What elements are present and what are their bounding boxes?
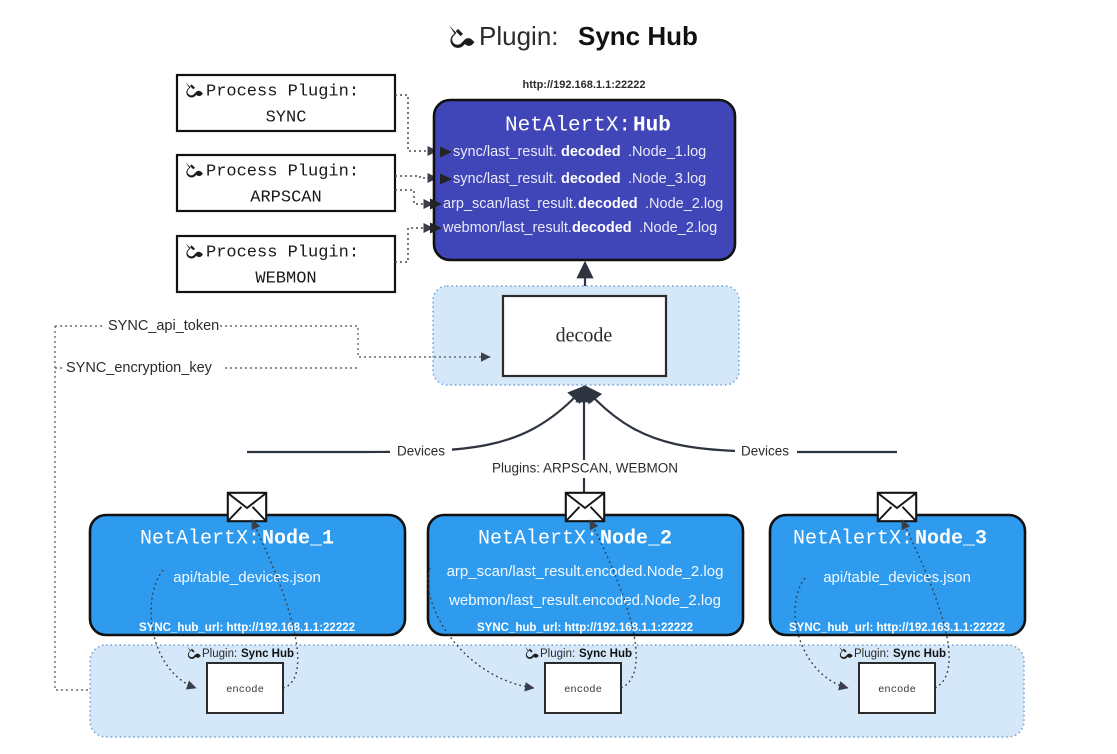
page-title-prefix: Plugin:: [479, 21, 559, 51]
encode-box-border: [858, 662, 936, 714]
encoder-label-prefix: Plugin:: [540, 648, 575, 660]
hub-log-emphasis: decoded: [561, 144, 621, 160]
process-plugin-title: Process Plugin:: [206, 82, 359, 101]
hub-log-emphasis: decoded: [561, 171, 621, 187]
encode-box-border: [544, 662, 622, 714]
node-hub-url-label: SYNC_hub_url: http://192.168.1.1:22222: [139, 622, 355, 634]
node-line: webmon/last_result.encoded.Node_2.log: [448, 592, 721, 609]
node-title-name: Node_2: [600, 527, 672, 550]
node-title-prefix: NetAlertX:: [478, 527, 598, 550]
process-plugin-name: SYNC: [266, 108, 307, 127]
hub-log-prefix: webmon/last_result.: [442, 220, 572, 236]
encode-box-label: encode: [878, 684, 916, 696]
decode-box[interactable]: decode: [501, 294, 668, 378]
edge-label-devices-right: Devices: [741, 444, 789, 459]
label-mask: [390, 443, 452, 461]
node-card-node-1[interactable]: NetAlertX: Node_1 api/table_devices.json…: [88, 513, 407, 637]
edge-label-plugins-center: Plugins: ARPSCAN, WEBMON: [492, 461, 678, 476]
page-title: Plugin: Sync Hub: [449, 21, 698, 51]
node-title-name: Node_3: [915, 527, 987, 550]
hub-node-border: [432, 98, 737, 262]
encoder-label-name: Sync Hub: [241, 648, 294, 660]
hub-log-suffix: .Node_3.log: [628, 171, 706, 187]
hub-title-name: Hub: [633, 115, 671, 138]
label-mask: [500, 460, 670, 478]
hub-log-row: sync/last_result. decoded .Node_3.log: [440, 171, 706, 187]
process-plugin-card-sync[interactable]: Process Plugin: SYNC: [175, 73, 397, 133]
process-plugin-name: ARPSCAN: [250, 188, 321, 207]
node-hub-url-label: SYNC_hub_url: http://192.168.1.1:22222: [789, 622, 1005, 634]
encode-box-label: encode: [226, 684, 264, 696]
node-card-node-3[interactable]: NetAlertX: Node_3 api/table_devices.json…: [768, 513, 1027, 637]
encoder-group-node-3[interactable]: encode Plugin: Sync Hub: [839, 646, 946, 714]
encoder-label-name: Sync Hub: [893, 648, 946, 660]
encoder-group-node-2[interactable]: encode Plugin: Sync Hub: [525, 646, 632, 714]
label-mask: [735, 443, 797, 461]
secret-label-api-token-text: SYNC_api_token: [108, 318, 219, 334]
encode-box-border: [206, 662, 284, 714]
hub-log-suffix: .Node_2.log: [645, 196, 723, 212]
hub-log-prefix: sync/last_result.: [453, 144, 557, 160]
hub-log-row: arp_scan/last_result. decoded .Node_2.lo…: [430, 196, 723, 212]
hub-log-suffix: .Node_1.log: [628, 144, 706, 160]
encoder-group-node-1[interactable]: encode Plugin: Sync Hub: [187, 646, 294, 714]
node-title-name: Node_1: [262, 527, 334, 550]
process-plugin-title: Process Plugin:: [206, 243, 359, 262]
label-mask: [63, 359, 223, 377]
hub-log-prefix: sync/last_result.: [453, 171, 557, 187]
node-line: api/table_devices.json: [823, 569, 971, 586]
page-title-name: Sync Hub: [578, 21, 698, 51]
plugin-to-hub-connectors: [395, 94, 438, 263]
label-mask: [103, 317, 219, 335]
envelope-icon: [564, 491, 606, 523]
encoder-label-name: Sync Hub: [579, 648, 632, 660]
hub-title-prefix: NetAlertX:: [505, 115, 631, 138]
secret-label-encryption-key-text: SYNC_encryption_key: [66, 360, 213, 376]
encode-box-label: encode: [564, 684, 602, 696]
process-plugin-name: WEBMON: [255, 269, 316, 288]
process-plugin-card-arpscan[interactable]: Process Plugin: ARPSCAN: [175, 153, 397, 213]
hub-node[interactable]: NetAlertX: Hub sync/last_result. decoded…: [430, 98, 737, 262]
envelope-icon: [876, 491, 918, 523]
encode-loop-connectors: [150, 519, 950, 692]
edge-label-devices-left: Devices: [397, 444, 445, 459]
hub-log-emphasis: decoded: [578, 196, 638, 212]
envelope-icon: [226, 491, 268, 523]
node-line: api/table_devices.json: [173, 569, 321, 586]
node-title-prefix: NetAlertX:: [140, 527, 260, 550]
encoder-label-prefix: Plugin:: [854, 648, 889, 660]
hub-log-row: sync/last_result. decoded .Node_1.log: [440, 144, 706, 160]
encoder-label-prefix: Plugin:: [202, 648, 237, 660]
process-plugin-card-border: [175, 153, 397, 213]
process-plugin-card-border: [175, 73, 397, 133]
hub-log-row: webmon/last_result. decoded .Node_2.log: [430, 220, 717, 236]
node-title-prefix: NetAlertX:: [793, 527, 913, 550]
decode-box-border: [501, 294, 668, 378]
hub-log-suffix: .Node_2.log: [639, 220, 717, 236]
node-hub-url-label: SYNC_hub_url: http://192.168.1.1:22222: [477, 622, 693, 634]
hub-url-label: http://192.168.1.1:22222: [523, 79, 646, 91]
process-plugin-card-webmon[interactable]: Process Plugin: WEBMON: [175, 234, 397, 294]
decode-box-label: decode: [556, 325, 613, 347]
node-line: arp_scan/last_result.encoded.Node_2.log: [447, 563, 724, 580]
hub-log-emphasis: decoded: [572, 220, 632, 236]
plug-icon: [449, 25, 475, 48]
process-plugin-card-border: [175, 234, 397, 294]
process-plugin-title: Process Plugin:: [206, 162, 359, 181]
hub-log-prefix: arp_scan/last_result.: [443, 196, 577, 212]
node-card-node-2[interactable]: NetAlertX: Node_2 arp_scan/last_result.e…: [426, 513, 745, 637]
